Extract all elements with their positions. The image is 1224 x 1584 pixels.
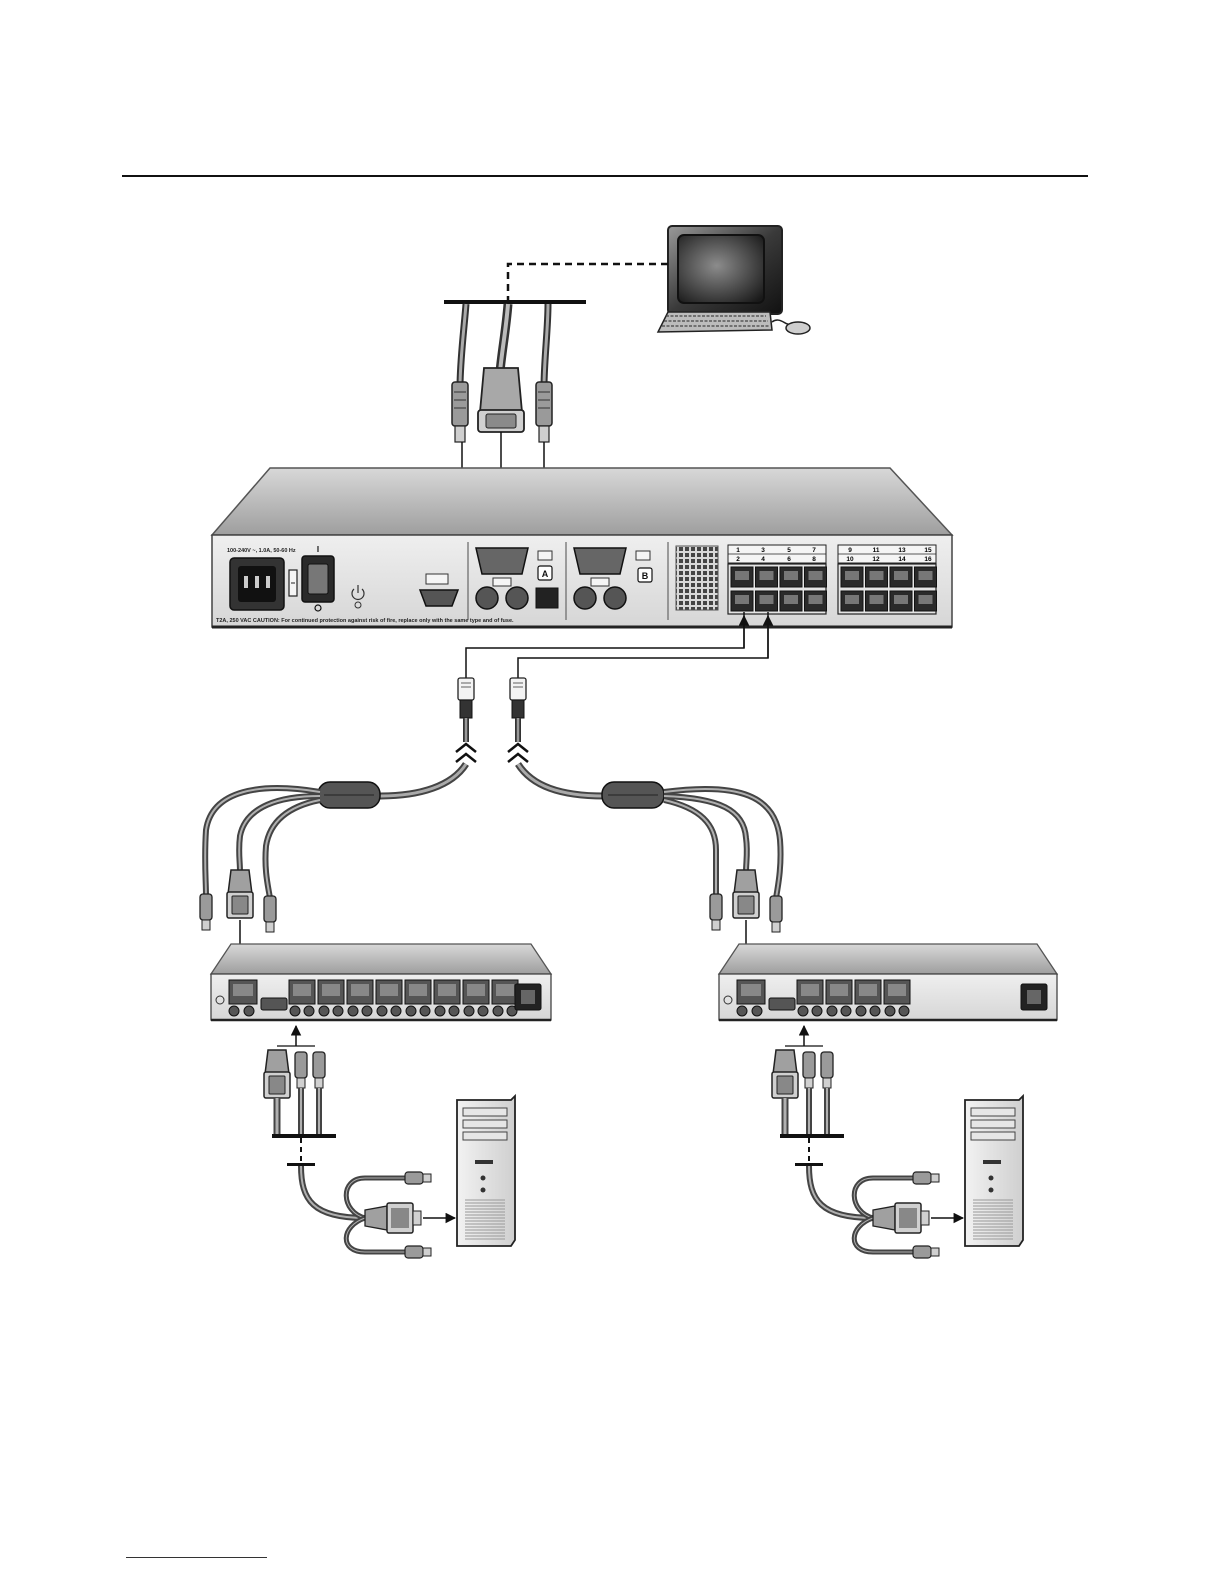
port-b-label: B <box>642 571 649 581</box>
ps2-plug-icon <box>313 1052 325 1088</box>
vga-plug-icon <box>733 870 759 918</box>
rj45-plug-icon <box>510 678 526 742</box>
cascade-cable-left <box>380 612 744 796</box>
cascaded-switch-left <box>211 944 551 1020</box>
ps2-plug-icon <box>405 1172 431 1184</box>
port-label: 1 <box>736 547 740 554</box>
ps2-plug-icon <box>913 1246 939 1258</box>
rj45-port <box>731 567 753 587</box>
rj45-port <box>780 591 802 611</box>
vga-plug-icon <box>873 1203 929 1233</box>
port-label: 14 <box>898 556 906 563</box>
cable-break-icon <box>456 744 476 762</box>
power-inlet-icon <box>230 558 284 610</box>
vga-plug-icon <box>365 1203 421 1233</box>
port-label: 3 <box>761 547 765 554</box>
port-label: 4 <box>761 556 765 563</box>
power-inlet-icon <box>515 984 541 1010</box>
server-tower-icon <box>965 1096 1023 1246</box>
vga-plug-icon <box>478 368 524 432</box>
rj45-port <box>890 591 912 611</box>
server-group-right <box>772 1026 1023 1258</box>
cable-bundle-bar <box>272 1134 336 1138</box>
main-kvm-switch: 100-240V ~, 1.0A, 50-60 Hz T2A, 250 VAC … <box>212 468 952 627</box>
footer-rule <box>126 1557 267 1558</box>
rj45-port <box>805 591 827 611</box>
rj45-port <box>866 591 888 611</box>
rj45-port <box>841 591 863 611</box>
serial-port-icon <box>769 998 795 1010</box>
port-a-label: A <box>542 569 549 579</box>
port-label: 12 <box>872 556 880 563</box>
cascaded-switch-right <box>719 944 1057 1020</box>
vent-grille <box>676 546 718 610</box>
port-label: 15 <box>924 547 932 554</box>
port-label: 8 <box>812 556 816 563</box>
power-on-label: I <box>317 545 319 554</box>
fuse-caution-label: T2A, 250 VAC CAUTION: For continued prot… <box>216 618 514 624</box>
ps2-plug-icon <box>405 1246 431 1258</box>
ps2-plug-icon <box>264 896 276 932</box>
mouse-icon <box>772 320 810 334</box>
rj45-port <box>890 567 912 587</box>
power-rating-label: 100-240V ~, 1.0A, 50-60 Hz <box>227 548 296 554</box>
rj45-port <box>841 567 863 587</box>
server-group-left <box>264 1026 515 1258</box>
rj45-port <box>756 567 778 587</box>
monitor-icon <box>668 226 782 322</box>
port-label: 7 <box>812 547 816 554</box>
server-connections <box>264 1026 1023 1258</box>
port-label: 9 <box>848 547 852 554</box>
ps2-plug-icon <box>913 1172 939 1184</box>
rj45-port <box>866 567 888 587</box>
ps2-plug-icon <box>770 896 782 932</box>
port-label: 11 <box>873 547 880 554</box>
ps2-plug-icon <box>452 382 468 442</box>
ps2-plug-icon <box>803 1052 815 1088</box>
ps2-plug-icon <box>536 382 552 442</box>
power-inlet-icon <box>1021 984 1047 1010</box>
ps2-plug-icon <box>295 1052 307 1088</box>
workstation-link-dashed <box>508 264 668 302</box>
port-label: 6 <box>787 556 791 563</box>
rj45-port <box>756 591 778 611</box>
keyboard-icon <box>658 312 772 332</box>
rj45-port <box>805 567 827 587</box>
port-label: 10 <box>846 556 854 563</box>
rj45-port <box>731 591 753 611</box>
port-label: 2 <box>736 556 740 563</box>
rj45-port <box>915 591 937 611</box>
ps2-plug-icon <box>200 894 212 930</box>
rj45-plug-icon <box>458 678 474 742</box>
rj45-port <box>780 567 802 587</box>
port-label: 13 <box>898 547 906 554</box>
port-label: 16 <box>924 556 932 563</box>
vga-plug-icon <box>227 870 253 918</box>
cascade-cable-right <box>508 612 768 796</box>
cascaded-switches <box>211 944 1057 1020</box>
ps2-plug-icon <box>710 894 722 930</box>
cable-bundle-bar <box>780 1134 844 1138</box>
rj45-port <box>915 567 937 587</box>
user-workstation <box>658 226 810 334</box>
vga-plug-icon <box>264 1050 290 1098</box>
serial-port-icon <box>261 998 287 1010</box>
fuse-icon <box>289 570 297 596</box>
port-label: 5 <box>787 547 791 554</box>
server-tower-icon <box>457 1096 515 1246</box>
ps2-plug-icon <box>821 1052 833 1088</box>
cable-break-icon <box>508 744 528 762</box>
vga-plug-icon <box>772 1050 798 1098</box>
